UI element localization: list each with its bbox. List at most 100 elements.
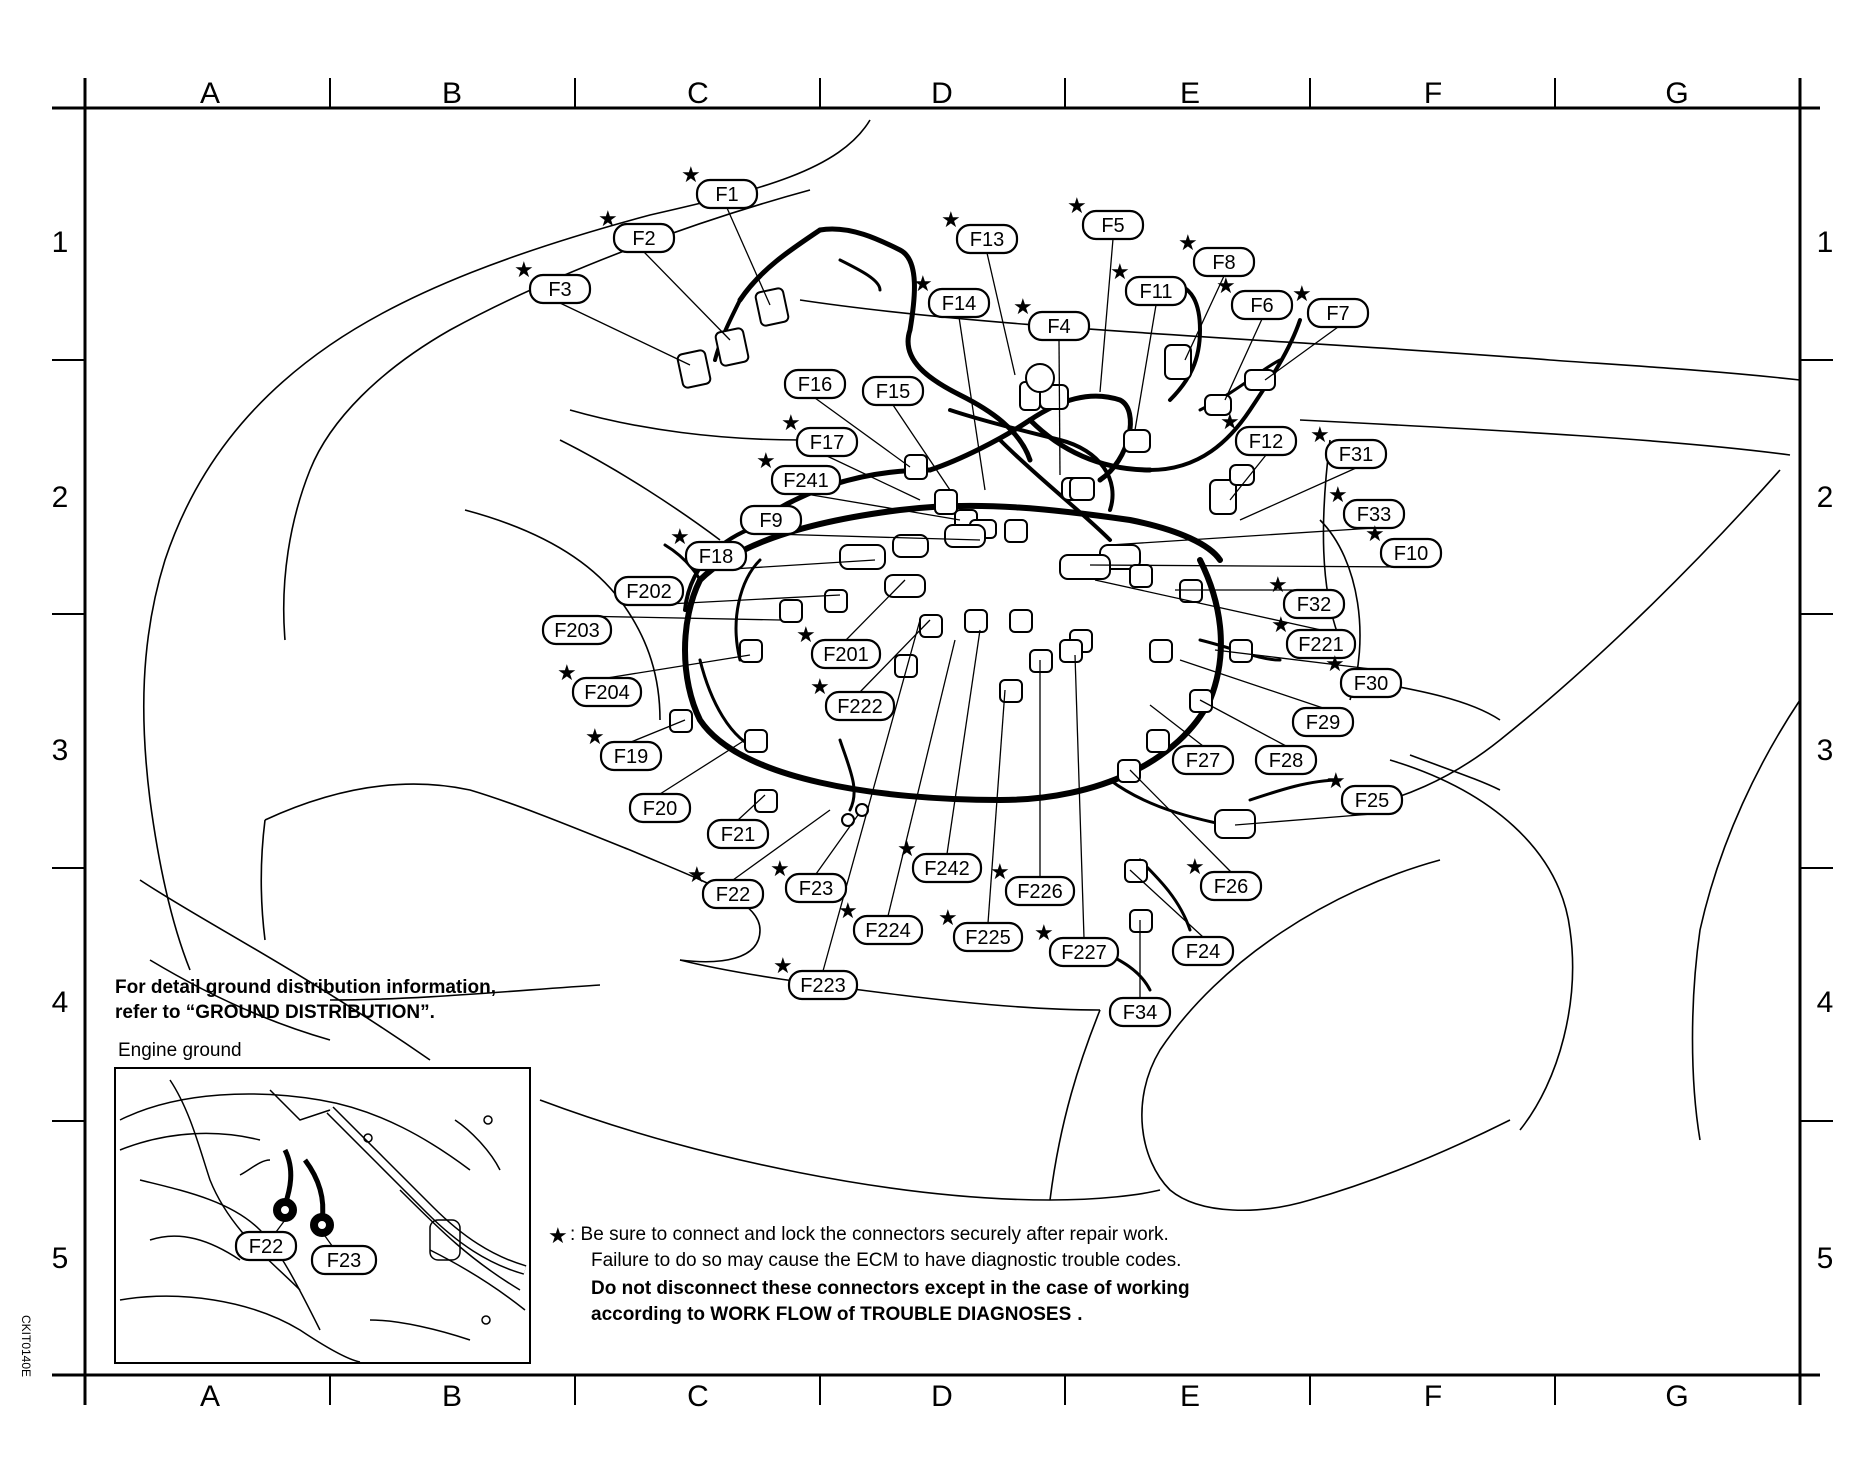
- callout-label-f21: F21: [721, 824, 755, 846]
- callout-box-f9: [739, 504, 803, 536]
- connector-callout-f19: F19★: [585, 724, 663, 772]
- col-label-top-c: C: [687, 77, 709, 110]
- star-icon-f7: ★: [1292, 281, 1312, 306]
- connector-callout-f9: F9: [739, 504, 803, 536]
- callout-box-f221: [1285, 628, 1357, 660]
- callout-label-f15: F15: [876, 381, 910, 403]
- row-label-right-3: 3: [1817, 734, 1834, 767]
- callout-label-f5: F5: [1101, 215, 1124, 237]
- callout-label-f26: F26: [1214, 876, 1248, 898]
- star-icon-f224: ★: [838, 898, 858, 923]
- connector-callout-f31: F31★: [1310, 422, 1388, 470]
- col-label-top-b: B: [442, 77, 462, 110]
- star-icon-f25: ★: [1326, 768, 1346, 793]
- leader-line-f21: [737, 794, 766, 821]
- star-icon-f241: ★: [756, 448, 776, 473]
- callout-label-f34: F34: [1123, 1002, 1157, 1024]
- star-icon-f26: ★: [1185, 854, 1205, 879]
- connector-callout-f27: F27: [1171, 744, 1235, 776]
- leader-line-f224: [887, 639, 956, 917]
- star-icon-f10: ★: [1365, 521, 1385, 546]
- callout-box-f6: [1230, 289, 1294, 321]
- leader-line-f24: [1129, 869, 1204, 938]
- callout-label-f19: F19: [614, 746, 648, 768]
- connector-bodies: [669, 287, 1276, 933]
- connector-callout-f204: F204★: [557, 660, 643, 708]
- connector-callout-f201: F201★: [796, 622, 882, 670]
- leader-line-f14: [958, 316, 986, 491]
- leader-line-f12: [1229, 454, 1267, 501]
- callout-box-f222: [824, 690, 896, 722]
- callout-label-f203: F203: [554, 620, 600, 642]
- leader-line-f26: [1129, 769, 1232, 873]
- leader-line-f29: [1179, 659, 1324, 709]
- legend: ★ : Be sure to connect and lock the conn…: [548, 1223, 1190, 1325]
- star-icon-f6: ★: [1216, 273, 1236, 298]
- legend-line-3: Do not disconnect these connectors excep…: [591, 1278, 1190, 1299]
- callout-label-f7: F7: [1326, 303, 1349, 325]
- connector-callout-f24: F24: [1171, 935, 1235, 967]
- leader-line-f5: [1099, 238, 1114, 393]
- leader-line-f10: [1089, 564, 1412, 568]
- connector-callout-f34: F34: [1108, 996, 1172, 1028]
- star-icon-f13: ★: [941, 207, 961, 232]
- callout-box-f202: [613, 575, 685, 607]
- callout-label-f204: F204: [584, 682, 630, 704]
- callout-label-f33: F33: [1357, 504, 1391, 526]
- callout-box-f33: [1342, 498, 1406, 530]
- callout-box-f29: [1291, 706, 1355, 738]
- star-icon-f32: ★: [1268, 572, 1288, 597]
- star-icon-f30: ★: [1325, 651, 1345, 676]
- connector-callout-f4: F4★: [1013, 294, 1091, 342]
- leader-line-f204: [606, 654, 751, 679]
- connector-callout-f15: F15: [861, 375, 925, 407]
- connector-callout-f203: F203: [541, 614, 613, 646]
- callout-label-f6: F6: [1250, 295, 1273, 317]
- callout-box-f27: [1171, 744, 1235, 776]
- callout-box-f12: [1234, 425, 1298, 457]
- col-label-bottom-c: C: [687, 1380, 709, 1413]
- connector-callout-f226: F226★: [990, 859, 1076, 907]
- callout-label-f28: F28: [1269, 750, 1303, 772]
- callout-box-f7: [1306, 297, 1370, 329]
- star-icon-f23: ★: [770, 856, 790, 881]
- connector-callout-f12: F12★: [1220, 409, 1298, 457]
- callout-box-f20: [628, 792, 692, 824]
- callout-box-f225: [952, 921, 1024, 953]
- connector-callout-f11: F11★: [1110, 259, 1188, 307]
- star-icon-f14: ★: [913, 271, 933, 296]
- callout-box-f34: [1108, 996, 1172, 1028]
- leader-line-f223: [822, 619, 921, 972]
- callout-box-f203: [541, 614, 613, 646]
- star-icon-f18: ★: [670, 524, 690, 549]
- callout-label-f11: F11: [1140, 281, 1173, 303]
- leader-line-f27: [1149, 704, 1204, 747]
- col-label-bottom-b: B: [442, 1380, 462, 1413]
- callout-box-f242: [911, 852, 983, 884]
- grid-column-labels: A B C D E F G A B C D E F G: [200, 77, 1689, 1413]
- callout-box-f32: [1282, 588, 1346, 620]
- callout-box-f3: [528, 273, 592, 305]
- star-icon-f33: ★: [1328, 482, 1348, 507]
- callout-box-f223: [787, 969, 859, 1001]
- callout-label-f20: F20: [643, 798, 677, 820]
- connector-callout-f221: F221★: [1271, 612, 1357, 660]
- row-label-left-4: 4: [52, 986, 69, 1019]
- star-icon-f221: ★: [1271, 612, 1291, 637]
- callout-label-f241: F241: [783, 470, 829, 492]
- connector-callout-f30: F30★: [1325, 651, 1403, 699]
- connector-callout-f17: F17★: [781, 410, 859, 458]
- connector-callout-f222: F222★: [810, 674, 896, 722]
- callout-box-f8: [1192, 246, 1256, 278]
- callout-box-f224: [852, 914, 924, 946]
- callout-box-f11: [1124, 275, 1188, 307]
- connector-callout-f14: F14★: [913, 271, 991, 319]
- col-label-top-d: D: [931, 77, 953, 110]
- connector-callout-f25: F25★: [1326, 768, 1404, 816]
- star-icon-f12: ★: [1220, 409, 1240, 434]
- connector-callout-f6: F6 ★: [1216, 273, 1294, 321]
- leader-line-f33: [1109, 527, 1375, 546]
- callout-box-f22: [701, 878, 765, 910]
- callout-box-f17: [795, 426, 859, 458]
- inset-callout-f22-label: F22: [249, 1236, 283, 1258]
